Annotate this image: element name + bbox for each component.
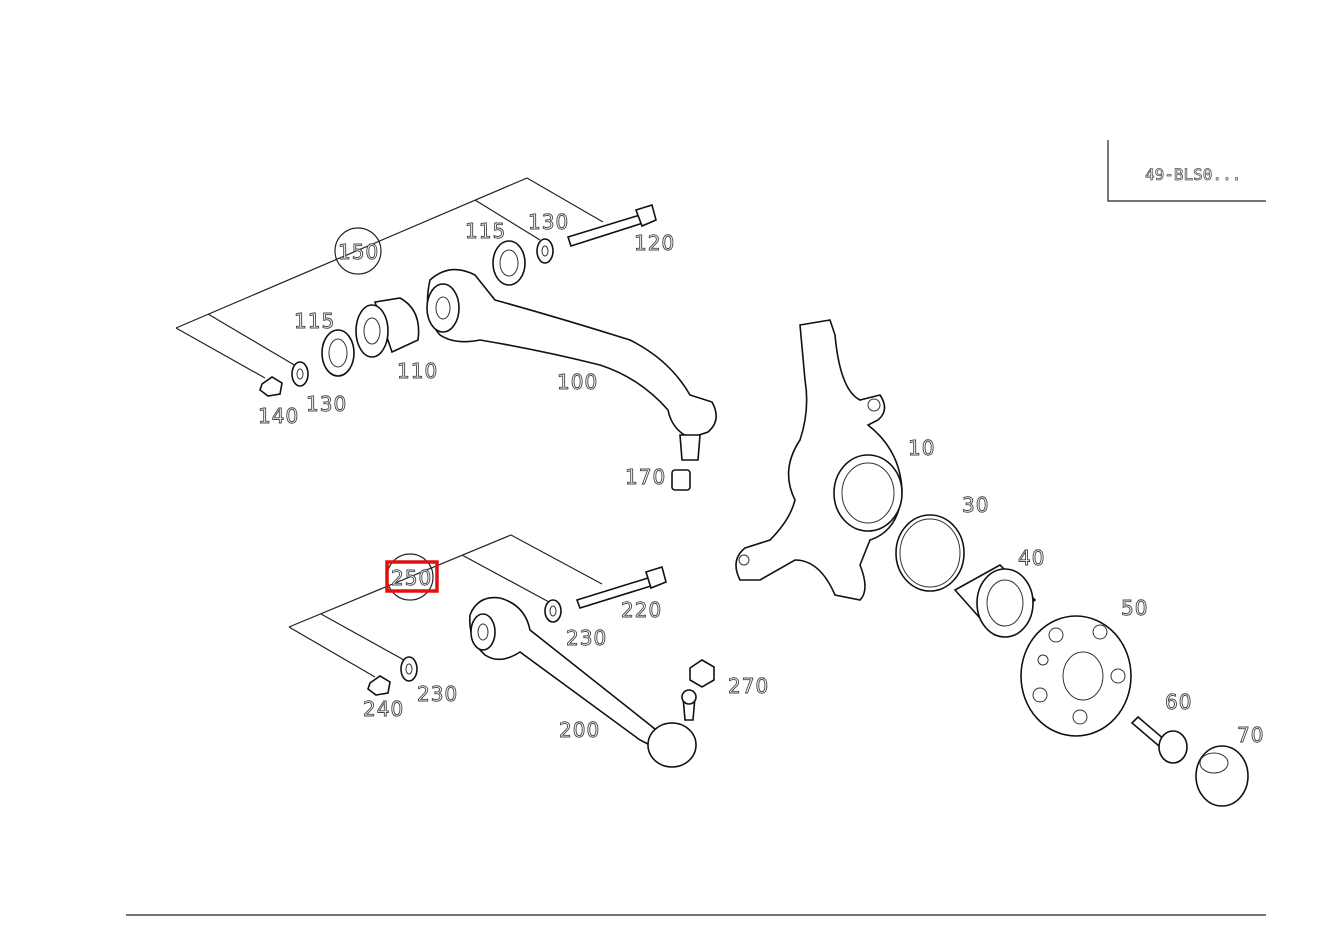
wheel-hub [1020,615,1132,737]
stamp-box: 49-BLS0... [1107,140,1266,202]
stamp-text: 49-BLS0... [1145,165,1241,184]
callout-label: 50 [1121,596,1148,620]
callout-circle-150 [334,227,382,275]
callout-label: 70 [1237,723,1264,747]
lower-hardware [367,565,715,696]
callout-label: 115 [294,309,335,333]
nut-170 [671,469,691,491]
callout-label: 270 [728,674,769,698]
steering-knuckle [735,319,903,601]
upper-hardware [259,203,657,397]
callout-label: 230 [417,682,458,706]
upper-control-arm [426,268,717,491]
callout-label: 250 [391,566,432,590]
callout-label: 150 [338,240,379,264]
callout-label: 230 [566,626,607,650]
callout-label: 140 [258,404,299,428]
hub-bolt-and-cap [1130,715,1249,807]
callout-label: 170 [625,465,666,489]
lower-control-arm [468,596,697,768]
upper-leader-lines [175,177,604,379]
callout-label: 115 [465,219,506,243]
callout-label: 130 [306,392,347,416]
callout-label: 220 [621,598,662,622]
wheel-bearing [953,564,1037,638]
callout-label: 100 [557,370,598,394]
callout-label: 110 [397,359,438,383]
callout-label: 40 [1018,546,1045,570]
highlight-box-250 [385,560,439,593]
callout-label: 130 [528,210,569,234]
callout-label: 240 [363,697,404,721]
callout-label: 60 [1165,690,1192,714]
callout-label: 120 [634,231,675,255]
callout-label: 10 [908,436,935,460]
lower-leader-lines [288,534,603,678]
retaining-ring [895,514,965,592]
callout-labels: 150 115 130 120 115 110 100 140 130 170 … [258,210,1264,748]
callout-label: 200 [559,718,600,742]
callout-label: 30 [962,493,989,517]
upper-bushings [321,240,526,377]
